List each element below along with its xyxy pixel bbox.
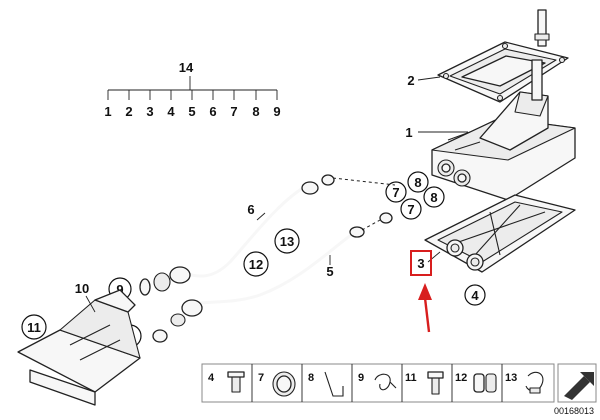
callout-12-circle <box>243 251 269 277</box>
kit-item-5: 5 <box>188 104 195 119</box>
pointer-arrow <box>423 297 431 333</box>
legend-item-7: 7 <box>258 371 296 397</box>
kit-item-4: 4 <box>167 104 175 119</box>
legend-item-9: 9 <box>358 372 397 391</box>
bushing-callouts: 7 8 8 7 <box>385 171 445 220</box>
shift-cable-5: 5 <box>191 212 393 307</box>
callout-13: 13 <box>280 234 294 249</box>
callout-4: 4 <box>471 288 479 303</box>
direction-indicator <box>557 363 597 403</box>
callout-3: 3 <box>417 256 424 271</box>
legend-item-4: 4 <box>208 371 245 393</box>
legend-item-11: 11 <box>405 371 444 395</box>
kit-item-9: 9 <box>273 104 280 119</box>
kit-14-bracket: 14 1 2 3 4 5 6 7 8 9 <box>104 60 280 119</box>
callout-14: 14 <box>179 60 194 75</box>
callout-10: 10 <box>75 281 89 296</box>
svg-text:11: 11 <box>405 372 417 384</box>
kit-item-6: 6 <box>209 104 216 119</box>
svg-text:8: 8 <box>308 372 314 384</box>
kit-item-8: 8 <box>252 104 259 119</box>
callout-7a: 7 <box>392 185 399 200</box>
parts-legend: 4 7 8 9 11 12 13 <box>201 363 555 403</box>
legend-item-8: 8 <box>308 371 344 397</box>
cable-ends <box>139 266 203 343</box>
callout-6: 6 <box>247 202 254 217</box>
svg-text:4: 4 <box>208 372 215 384</box>
legend-item-13: 13 <box>505 371 544 394</box>
legend-item-12: 12 <box>455 372 497 393</box>
callout-7b: 7 <box>407 202 414 217</box>
svg-text:13: 13 <box>505 372 517 384</box>
svg-text:7: 7 <box>258 372 264 384</box>
kit-item-7: 7 <box>230 104 237 119</box>
callout-13-circle <box>274 228 300 254</box>
kit-item-1: 1 <box>104 104 111 119</box>
kit-item-2: 2 <box>125 104 132 119</box>
highlight-box <box>410 250 432 276</box>
svg-text:12: 12 <box>455 372 467 384</box>
callout-8a: 8 <box>414 175 421 190</box>
shift-cable-6: 6 <box>179 174 396 278</box>
callout-1: 1 <box>405 125 412 140</box>
callout-11-circle <box>21 314 47 340</box>
callout-11: 11 <box>27 320 41 335</box>
gasket-frame-part: 2 <box>407 9 569 103</box>
callout-2: 2 <box>407 73 414 88</box>
callout-12: 12 <box>249 257 263 272</box>
base-plate-part <box>424 194 576 273</box>
callout-4-circle <box>464 284 486 306</box>
lever-bracket-part: 10 <box>17 281 141 406</box>
drawing-number: 00168013 <box>554 406 594 416</box>
arrowhead <box>418 283 432 300</box>
kit-item-3: 3 <box>146 104 153 119</box>
shift-housing-part: 1 <box>405 59 576 201</box>
svg-text:9: 9 <box>358 372 364 384</box>
callout-8b: 8 <box>430 190 437 205</box>
callout-5: 5 <box>326 264 333 279</box>
